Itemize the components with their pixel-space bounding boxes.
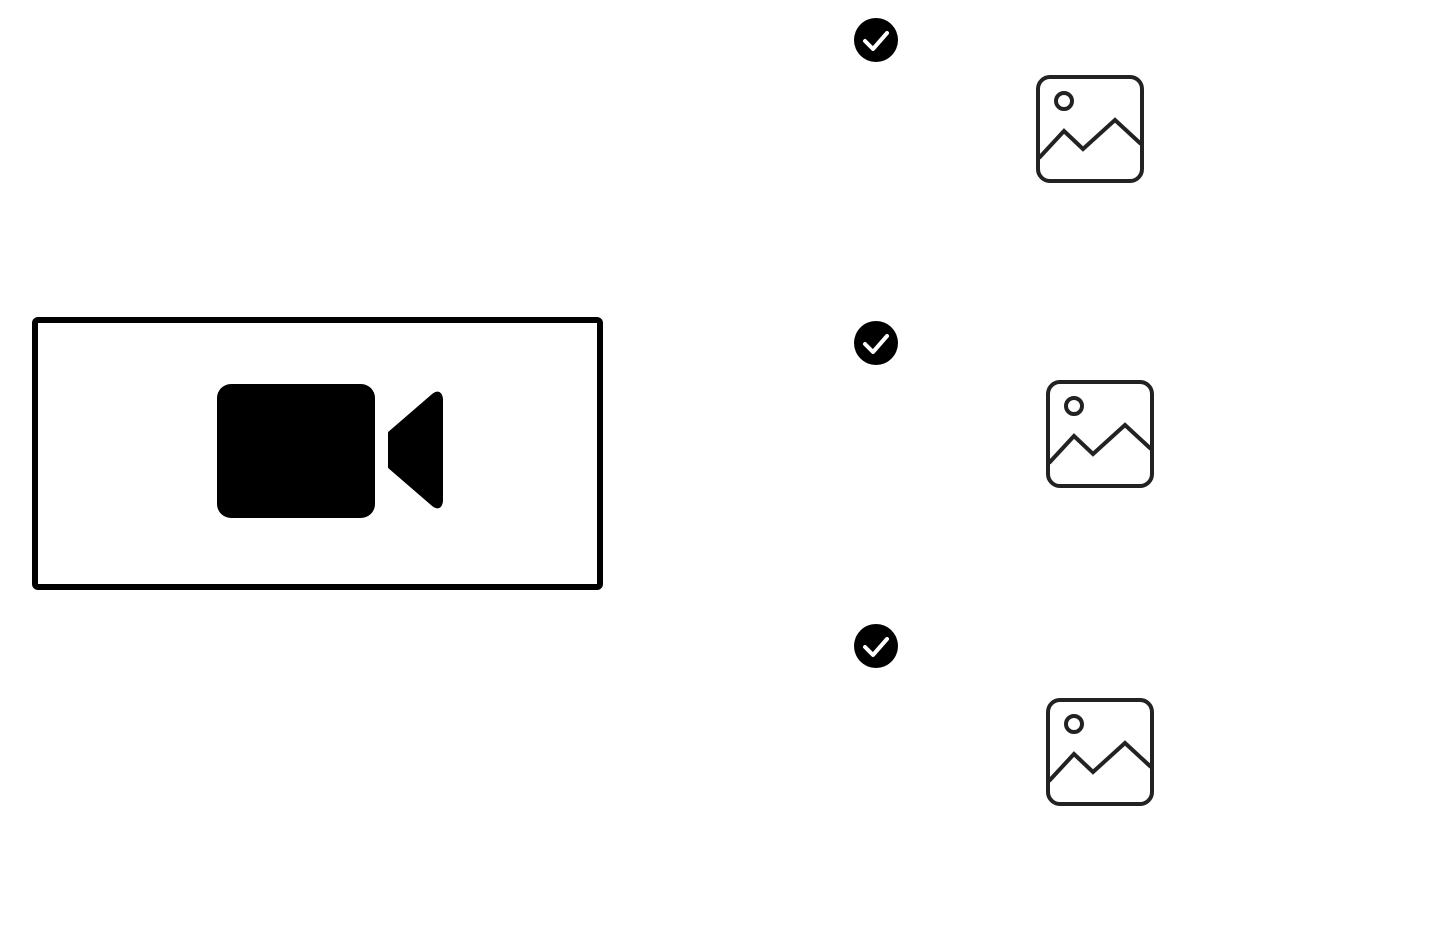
check-circle-icon[interactable] [853,623,899,669]
image-icon[interactable] [1035,74,1145,184]
image-icon[interactable] [1045,379,1155,489]
check-circle-icon[interactable] [853,320,899,366]
video-preview-frame[interactable] [32,317,603,590]
video-camera-icon [217,384,443,518]
check-circle-icon[interactable] [853,17,899,63]
image-icon[interactable] [1045,697,1155,807]
